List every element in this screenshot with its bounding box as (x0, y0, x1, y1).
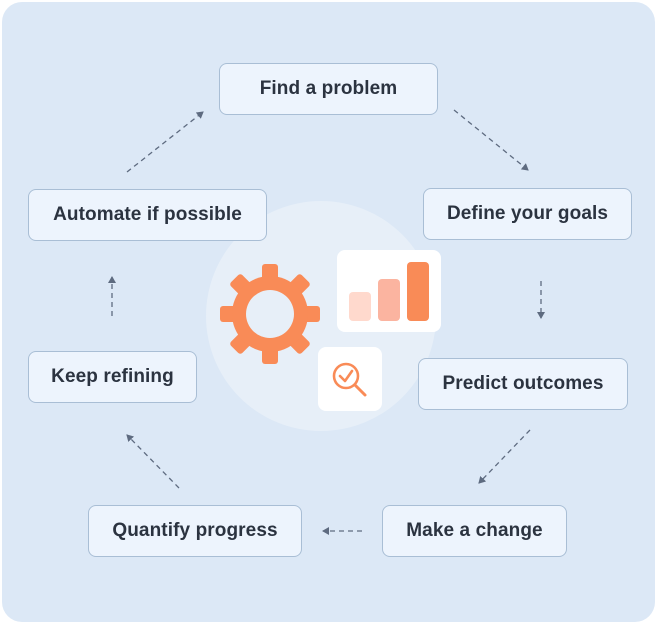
search-tile (318, 347, 382, 411)
step-label: Quantify progress (112, 520, 278, 541)
step-label: Define your goals (446, 203, 609, 224)
step-keep-refining: Keep refining (28, 351, 197, 403)
step-label: Predict outcomes (442, 373, 604, 394)
step-predict-outcomes: Predict outcomes (418, 358, 628, 410)
step-label: Automate if possible (53, 204, 242, 225)
step-label: Find a problem (259, 78, 398, 99)
arrow-quantify-to-refine (126, 434, 180, 489)
arrow-automate-to-find (126, 111, 204, 173)
step-automate-if-possible: Automate if possible (28, 189, 267, 241)
step-quantify-progress: Quantify progress (88, 505, 302, 557)
arrow-find-to-define (453, 109, 529, 171)
magnifier-check-icon (332, 362, 367, 397)
arrow-predict-to-change (478, 429, 531, 484)
gear-icon (220, 264, 320, 364)
step-make-a-change: Make a change (382, 505, 567, 557)
step-define-your-goals: Define your goals (423, 188, 632, 240)
step-label: Keep refining (51, 366, 174, 387)
bar-chart-icon (349, 262, 429, 321)
step-label: Make a change (406, 520, 543, 541)
step-find-a-problem: Find a problem (219, 63, 438, 115)
bar-chart-tile (337, 250, 441, 332)
